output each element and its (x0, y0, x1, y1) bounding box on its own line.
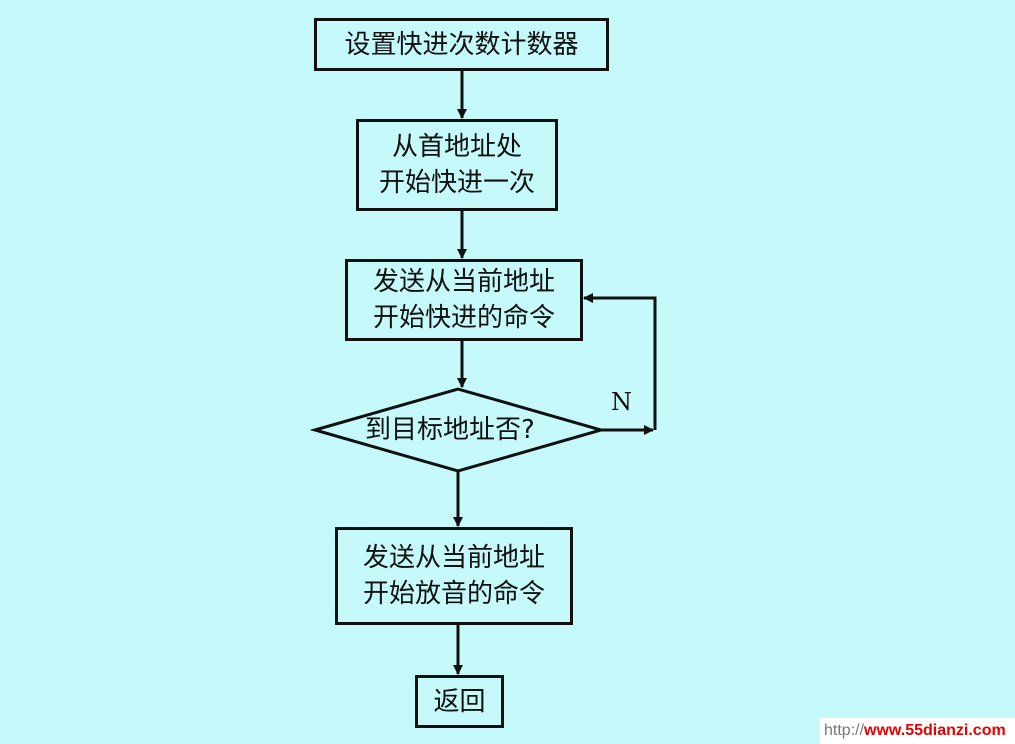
step-fast-forward-once: 从首地址处 开始快进一次 (356, 119, 558, 211)
step-fast-forward-once-text: 从首地址处 开始快进一次 (378, 132, 535, 198)
step-return-text: 返回 (433, 686, 486, 717)
watermark-site: www.55dianzi.com (864, 722, 1006, 739)
decision-text: 到目标地址否? (365, 415, 535, 445)
step-send-fast-forward-command: 发送从当前地址 开始快进的命令 (345, 259, 583, 341)
step-send-play-command-text: 发送从当前地址 开始放音的命令 (362, 543, 545, 609)
step-send-play-command: 发送从当前地址 开始放音的命令 (335, 527, 573, 625)
step-return: 返回 (415, 675, 504, 728)
step-set-counter: 设置快进次数计数器 (314, 18, 609, 71)
step-set-counter-text: 设置快进次数计数器 (344, 29, 579, 60)
step-send-fast-forward-command-text: 发送从当前地址 开始快进的命令 (372, 267, 555, 333)
branch-no-label: N (611, 388, 632, 416)
watermark: http://www.55dianzi.com (820, 718, 1015, 744)
loop-back-line (583, 293, 657, 430)
watermark-prefix: http:// (824, 722, 865, 739)
